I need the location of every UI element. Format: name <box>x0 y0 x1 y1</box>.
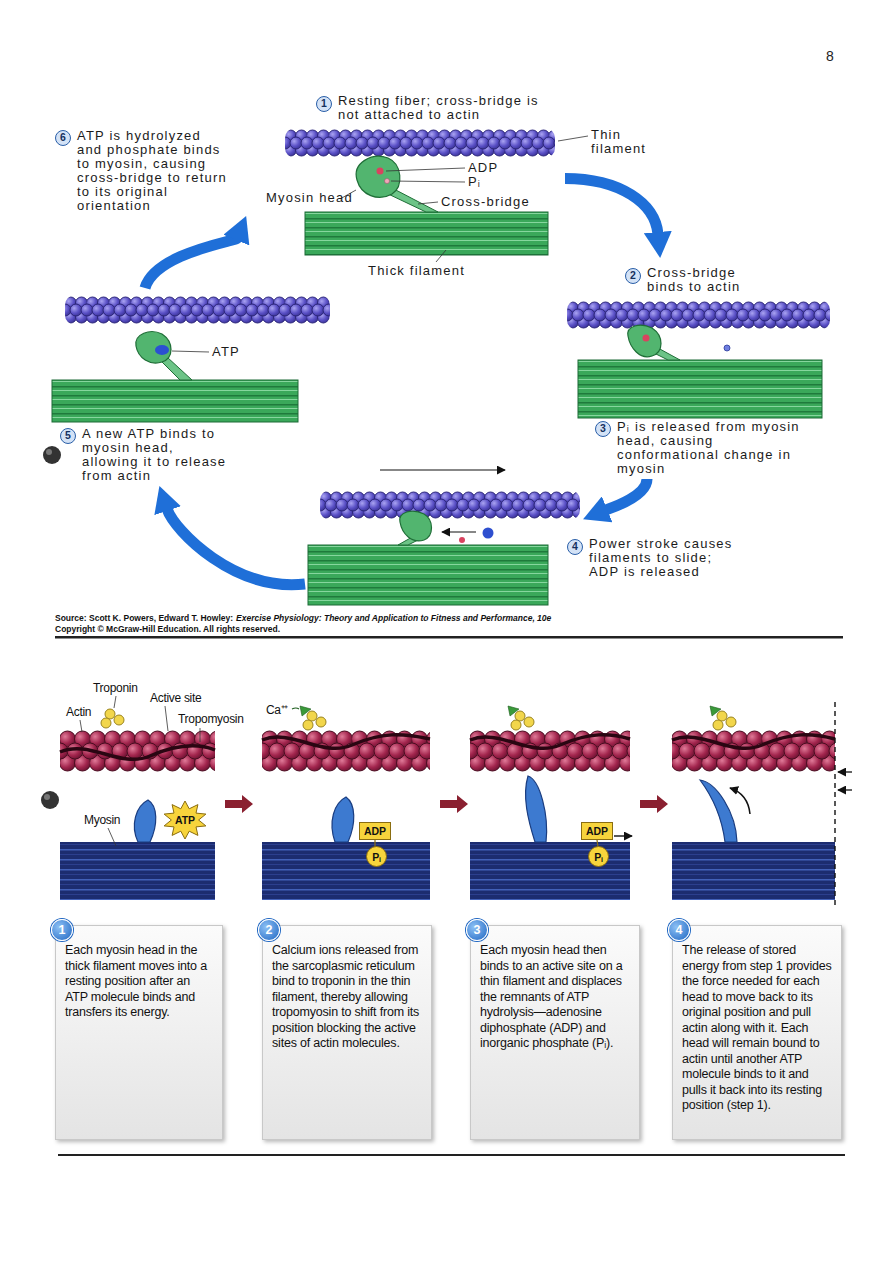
part-label: Myosin head <box>266 191 353 205</box>
step-number: 3 <box>466 919 488 941</box>
adp-box: ADP <box>359 822 391 840</box>
step-box: 4The release of stored energy from step … <box>672 925 842 1140</box>
step-number: 4 <box>567 539 583 555</box>
phosphate-circle: Pᵢ <box>588 846 609 867</box>
step-number: 1 <box>316 96 332 112</box>
part-label: ATP <box>212 345 240 359</box>
step-number: 1 <box>51 919 73 941</box>
step-text: Resting fiber; cross-bridge is not attac… <box>338 94 553 122</box>
part-label: Cross-bridge <box>441 195 530 209</box>
step-text: Power stroke causes filaments to slide; … <box>589 537 741 579</box>
adp-box: ADP <box>581 822 613 840</box>
part-label: Actin <box>66 705 91 719</box>
step-caption: 6 ATP is hydrolyzed and phosphate binds t… <box>52 128 252 216</box>
step-number: 6 <box>55 130 71 146</box>
ion-label: Ca⁺⁺ <box>266 703 288 717</box>
atp-star: ATP <box>162 800 208 840</box>
source-note: Source: Scott K. Powers, Edward T. Howle… <box>55 613 233 623</box>
step-text: A new ATP binds to myosin head, allowing… <box>82 427 232 483</box>
part-label: Thin filament <box>591 128 655 156</box>
step-text: Each myosin head in the thick filament m… <box>65 943 215 1021</box>
copyright-note: Copyright © McGraw-Hill Education. All r… <box>55 624 280 634</box>
part-label: Tropomyosin <box>178 712 244 726</box>
step-text: ATP is hydrolyzed and phosphate binds to… <box>77 129 227 213</box>
step-box: 3Each myosin head then binds to an activ… <box>470 925 640 1140</box>
part-label: ADP <box>468 161 498 175</box>
source-title: Exercise Physiology: Theory and Applicat… <box>236 613 551 623</box>
step-text: Cross-bridge binds to actin <box>647 266 747 294</box>
step-caption: 5 A new ATP binds to myosin head, allowin… <box>50 288 338 486</box>
star-outline <box>164 801 206 839</box>
step-text: Calcium ions released from the sarcoplas… <box>272 943 424 1052</box>
cycle-arrow <box>565 178 658 234</box>
chip-text: ATP <box>175 814 195 826</box>
step-number: 3 <box>595 421 611 437</box>
step-text: The release of stored energy from step 1… <box>682 943 834 1114</box>
step-number: 2 <box>258 919 280 941</box>
step-number: 4 <box>668 919 690 941</box>
step-number: 5 <box>60 428 76 444</box>
chip-text: Pᵢ <box>372 851 381 863</box>
step-caption: 2 Cross-bridge binds to actin <box>565 258 837 418</box>
step-box: 2Calcium ions released from the sarcopla… <box>262 925 432 1140</box>
chip-text: ADP <box>364 825 386 837</box>
part-label: Pᵢ <box>468 175 481 189</box>
phosphate-circle: Pᵢ <box>366 846 387 867</box>
step-caption: 1 Resting fiber; cross-bridge is not atta… <box>300 90 565 260</box>
cycle-arrow <box>145 238 237 288</box>
cycle-arrow <box>167 509 305 585</box>
page-number: 8 <box>826 48 834 64</box>
part-label: Troponin <box>93 681 138 695</box>
step-text: Each myosin head then binds to an active… <box>480 943 632 1052</box>
cycle-arrow <box>605 479 647 510</box>
step-number: 2 <box>625 268 641 284</box>
chip-text: Pᵢ <box>594 851 603 863</box>
chip-text: ADP <box>586 825 608 837</box>
step-box: 1Each myosin head in the thick filament … <box>55 925 223 1140</box>
part-label: Thick filament <box>368 264 465 278</box>
step-caption: 3 Pᵢ is released from myosin head, causin… <box>592 419 842 479</box>
step-text: Pᵢ is released from myosin head, causing… <box>617 420 802 476</box>
step-caption: 4Power stroke causes filaments to slide;… <box>305 480 583 610</box>
part-label: Myosin <box>84 813 120 827</box>
part-label: Active site <box>150 691 201 705</box>
